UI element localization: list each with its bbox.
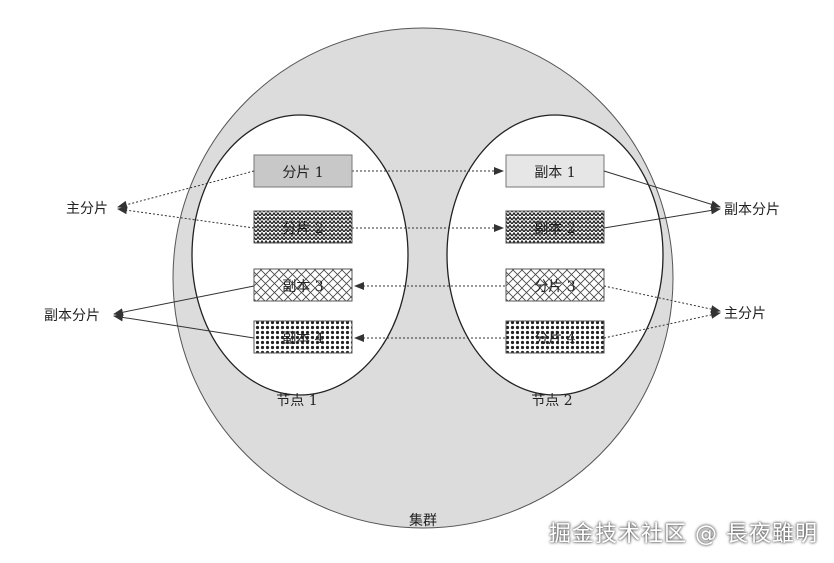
shard-label-n2-2: 分片 3 bbox=[534, 279, 575, 295]
right-replica-arrow-a bbox=[603, 170, 721, 209]
shard-label-n2-0: 副本 1 bbox=[534, 165, 575, 181]
shard-box-n2-1 bbox=[505, 210, 605, 244]
legend-left-replica: 副本分片 bbox=[44, 308, 100, 324]
shard-box-n1-1 bbox=[253, 210, 353, 244]
left-replica-arrow-b bbox=[113, 313, 255, 339]
left-replica-arrow-a bbox=[113, 285, 255, 317]
node-2-ellipse bbox=[446, 114, 664, 396]
legend-right-replica: 副本分片 bbox=[724, 202, 780, 218]
shard-box-n1-0 bbox=[253, 154, 353, 188]
shard-label-n1-3: 副本 4 bbox=[282, 331, 323, 347]
legend-left-primary: 主分片 bbox=[66, 201, 108, 217]
left-primary-arrow-a bbox=[117, 170, 255, 209]
shard-label-n2-3: 分片 4 bbox=[534, 331, 575, 347]
shard-label-n1-2: 副本 3 bbox=[282, 279, 323, 295]
shard-box-n2-2 bbox=[505, 268, 605, 302]
shard-label-n1-0: 分片 1 bbox=[282, 165, 323, 181]
node-1-label: 节点 1 bbox=[276, 393, 317, 409]
node-2-label: 节点 2 bbox=[531, 393, 572, 409]
cluster-label: 集群 bbox=[409, 512, 437, 529]
right-replica-arrow-b bbox=[603, 206, 721, 229]
legend-right-primary: 主分片 bbox=[724, 306, 766, 322]
node-1-ellipse bbox=[191, 114, 409, 396]
shard-box-n1-3 bbox=[253, 320, 353, 354]
shard-label-n1-1: 分片 2 bbox=[282, 221, 323, 237]
shard-label-n2-1: 副本 2 bbox=[534, 221, 575, 237]
left-primary-arrow-b bbox=[117, 206, 255, 229]
shard-box-n1-2 bbox=[253, 268, 353, 302]
shard-box-n2-3 bbox=[505, 320, 605, 354]
watermark: 掘金技术社区 @ 長夜雖明 bbox=[549, 522, 818, 547]
